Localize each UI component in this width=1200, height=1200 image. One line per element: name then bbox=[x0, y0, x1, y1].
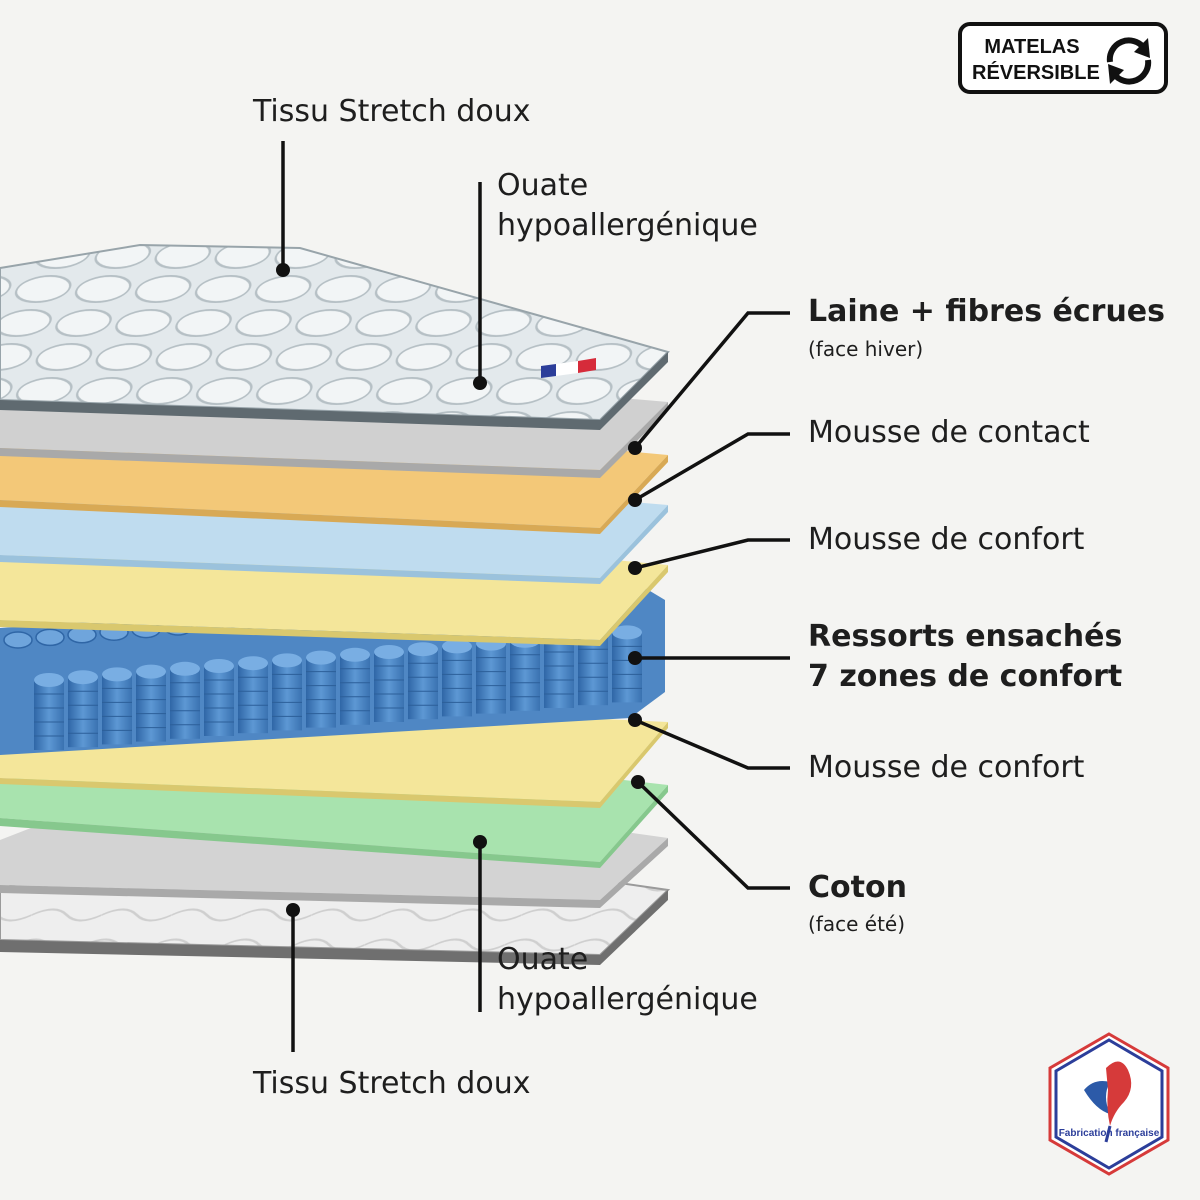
spring-cap bbox=[136, 664, 166, 679]
spring-cap bbox=[340, 647, 370, 662]
label-wool: Laine + fibres écrues bbox=[808, 294, 1166, 329]
spring-cylinder bbox=[238, 663, 268, 734]
spring-cylinder bbox=[442, 646, 472, 717]
leader-dots bbox=[276, 263, 645, 917]
label-bottom-fabric: Tissu Stretch doux bbox=[253, 1066, 531, 1101]
reversible-badge: MATELAS RÉVERSIBLE bbox=[958, 22, 1168, 94]
spring-cylinder bbox=[612, 632, 642, 703]
spring-cap bbox=[306, 650, 336, 665]
label-top-fabric: Tissu Stretch doux bbox=[253, 94, 531, 129]
spring-cylinder bbox=[374, 652, 404, 722]
label-springs-line1: Ressorts ensachés bbox=[808, 619, 1123, 654]
spring-cap bbox=[34, 673, 64, 687]
spring-cap bbox=[204, 659, 234, 673]
spring-cylinder bbox=[102, 674, 132, 745]
label-cotton: Coton bbox=[808, 870, 907, 905]
spring-cap bbox=[170, 661, 200, 676]
spring-cap bbox=[68, 670, 98, 685]
label-comfort-foam-bottom: Mousse de confort bbox=[808, 750, 1085, 785]
spring-cap bbox=[612, 625, 642, 640]
label-top-wadding-line2: hypoallergénique bbox=[497, 208, 758, 243]
spring-cylinder bbox=[340, 654, 370, 725]
spring-cylinder bbox=[68, 677, 98, 748]
spring-cylinder bbox=[408, 649, 438, 720]
spring-cylinder bbox=[476, 643, 506, 714]
spring-cap bbox=[238, 656, 268, 671]
french-flag-icon bbox=[541, 358, 596, 378]
spring-cylinder bbox=[306, 657, 336, 728]
badge-line2: RÉVERSIBLE bbox=[972, 62, 1100, 84]
label-cotton-sub: (face été) bbox=[808, 912, 906, 936]
label-springs-line2: 7 zones de confort bbox=[808, 659, 1123, 694]
label-comfort-foam-top: Mousse de confort bbox=[808, 522, 1085, 557]
spring-cylinder bbox=[204, 666, 234, 736]
spring-cylinder bbox=[272, 660, 302, 731]
label-bottom-wadding-line2: hypoallergénique bbox=[497, 982, 758, 1017]
spring-cap bbox=[408, 642, 438, 657]
spring-cap bbox=[102, 667, 132, 682]
spring-cylinder bbox=[510, 640, 540, 711]
label-bottom-wadding-line1: Ouate bbox=[497, 942, 589, 977]
leader-lines bbox=[281, 141, 790, 1052]
label-wool-sub: (face hiver) bbox=[808, 337, 924, 361]
spring-top bbox=[35, 628, 65, 647]
badge-line1: MATELAS bbox=[984, 36, 1080, 58]
label-top-wadding-line1: Ouate bbox=[497, 168, 589, 203]
reversible-arrows-icon bbox=[1106, 37, 1152, 85]
french-rooster-icon bbox=[1048, 1032, 1170, 1176]
spring-cylinder bbox=[170, 668, 200, 739]
spring-cap bbox=[272, 653, 302, 668]
spring-cylinder bbox=[34, 680, 64, 750]
label-contact-foam: Mousse de contact bbox=[808, 415, 1090, 450]
logo-text: Fabrication française bbox=[1058, 1128, 1160, 1139]
spring-cap bbox=[442, 639, 472, 654]
spring-cap bbox=[374, 645, 404, 659]
spring-cylinder bbox=[578, 635, 608, 706]
fabrication-francaise-logo: Fabrication française bbox=[1044, 1030, 1174, 1180]
spring-cylinder bbox=[544, 638, 574, 708]
spring-cylinder bbox=[136, 671, 166, 742]
layer-top-fabric bbox=[0, 243, 670, 430]
spring-top bbox=[3, 631, 33, 649]
